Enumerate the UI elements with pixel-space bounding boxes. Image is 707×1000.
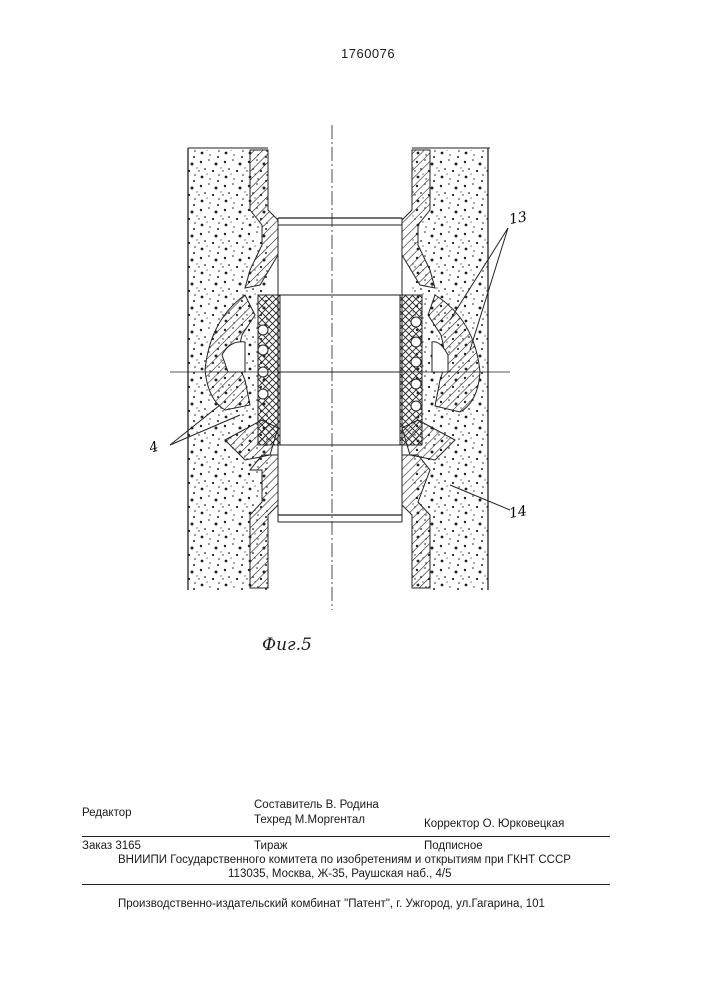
patent-number: 1760076 [341,46,395,61]
editor-label: Редактор [82,807,132,819]
separator-top [82,836,610,837]
subscription: Подписное [424,840,483,852]
figure-caption: Фиг.5 [262,635,312,655]
callout-14-right: 14 [508,503,528,522]
tech-editor: Техред М.Моргентал [254,814,365,826]
publisher: Производственно-издательский комбинат "П… [118,898,545,910]
callout-13: 13 [508,209,528,228]
pipe-wall-right-lower [402,455,430,588]
corrector: Корректор О. Юрковецкая [424,818,564,830]
callout-14-left: 14 [150,439,160,459]
order-number: Заказ 3165 [82,840,141,852]
circulation: Тираж [254,840,287,852]
separator-bottom [82,884,610,885]
patent-figure-drawing: 13 14 14 [150,110,550,610]
institute: ВНИИПИ Государственного комитета по изоб… [118,854,571,866]
address: 113035, Москва, Ж-35, Раушская наб., 4/5 [228,868,451,880]
compiler: Составитель В. Родина [254,799,379,811]
